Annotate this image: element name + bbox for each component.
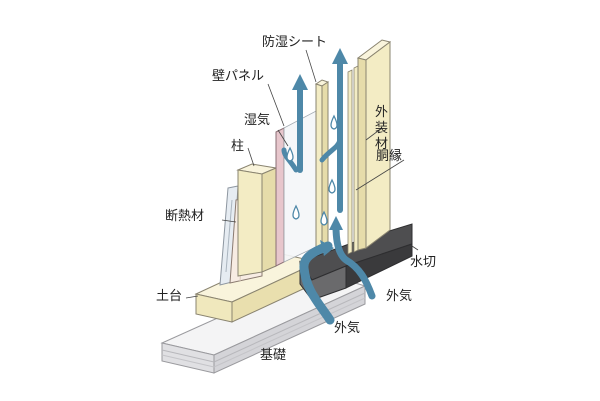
droplet-icon (286, 146, 294, 162)
humidity-arrow-mid (319, 137, 343, 163)
leader-lines (185, 49, 419, 299)
exterior-cladding (356, 39, 392, 251)
outside-air-arrow-2 (332, 222, 376, 300)
label-wall-panel: 壁パネル (212, 69, 264, 84)
droplet-icon (330, 114, 338, 130)
water-droplets (286, 114, 338, 226)
label-pillar: 柱 (231, 139, 244, 154)
vertical-stud (314, 79, 330, 249)
labels: 防湿シート 壁パネル 湿気 柱 断熱材 土台 基礎 胴縁 水切 外気 外気 外装… (156, 34, 436, 363)
label-insulation: 断熱材 (165, 209, 204, 224)
pillar (236, 163, 278, 277)
label-exterior-material: 外装材 (375, 105, 388, 152)
airflow-arrows (281, 57, 376, 325)
label-outside-air-1: 外気 (386, 288, 412, 304)
label-sill: 土台 (156, 289, 182, 304)
droplet-icon (320, 210, 328, 226)
arrow-heads (292, 48, 348, 256)
droplet-icon (292, 204, 300, 220)
furring-strips (347, 65, 359, 255)
wall-panel (275, 109, 319, 267)
label-furring-strip: 胴縁 (376, 148, 402, 164)
label-foundation: 基礎 (260, 348, 286, 363)
outside-air-arrow-1 (299, 241, 335, 325)
droplet-icon (328, 178, 336, 194)
label-moisture-sheet: 防湿シート (262, 34, 327, 50)
label-humidity: 湿気 (244, 112, 270, 128)
label-flashing: 水切 (410, 255, 436, 270)
sill (194, 253, 320, 323)
label-outside-air-2: 外気 (334, 320, 360, 336)
